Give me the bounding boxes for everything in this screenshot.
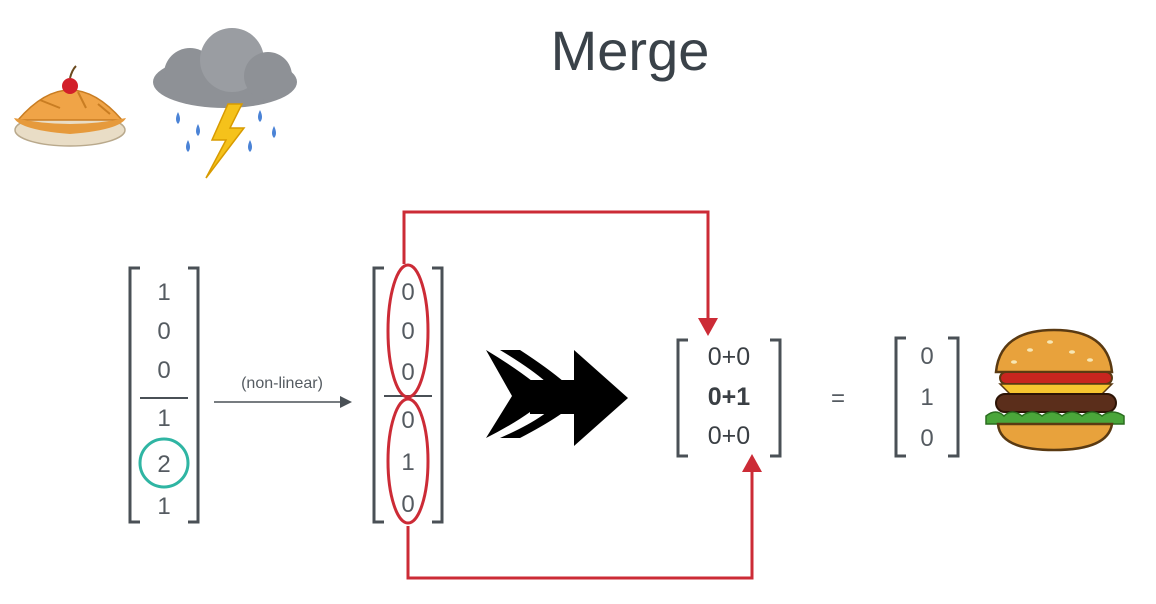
result-value: 1	[920, 384, 933, 411]
activated-value: 1	[401, 449, 414, 476]
sum-value: 0+0	[708, 343, 750, 371]
arrow-label: (non-linear)	[241, 375, 323, 392]
pie-icon	[14, 65, 126, 147]
equals-sign: =	[831, 385, 845, 412]
sum-vector: 0+0 0+1 0+0	[676, 338, 782, 458]
activated-value: 0	[401, 318, 414, 345]
input-vector: 1 0 0 1 2 1	[128, 266, 200, 524]
merge-arrow-icon	[486, 350, 628, 446]
activated-value: 0	[401, 491, 414, 518]
slide-title: Merge	[550, 19, 710, 82]
input-value-highlighted: 2	[157, 451, 170, 478]
result-vector: 0 1 0	[894, 336, 960, 458]
sum-value: 0+0	[708, 422, 750, 450]
red-connector-top	[402, 210, 718, 336]
burger-icon	[985, 328, 1125, 452]
red-highlight-top	[386, 263, 430, 399]
red-connector-bottom	[406, 454, 762, 580]
sum-value: 0+1	[708, 383, 751, 411]
activated-vector: 0 0 0 0 1 0	[372, 263, 444, 525]
activated-value: 0	[401, 279, 414, 306]
result-value: 0	[920, 425, 933, 452]
red-highlight-bottom	[386, 397, 430, 525]
activated-value: 0	[401, 407, 414, 434]
input-value: 0	[157, 357, 170, 384]
input-value: 1	[157, 279, 170, 306]
activated-value: 0	[401, 359, 414, 386]
input-value: 0	[157, 318, 170, 345]
input-value: 1	[157, 405, 170, 432]
input-value: 1	[157, 493, 170, 520]
result-value: 0	[920, 343, 933, 370]
non-linear-arrow: (non-linear)	[214, 375, 352, 408]
teal-highlight-circle	[138, 437, 190, 489]
storm-cloud-icon	[153, 28, 297, 179]
